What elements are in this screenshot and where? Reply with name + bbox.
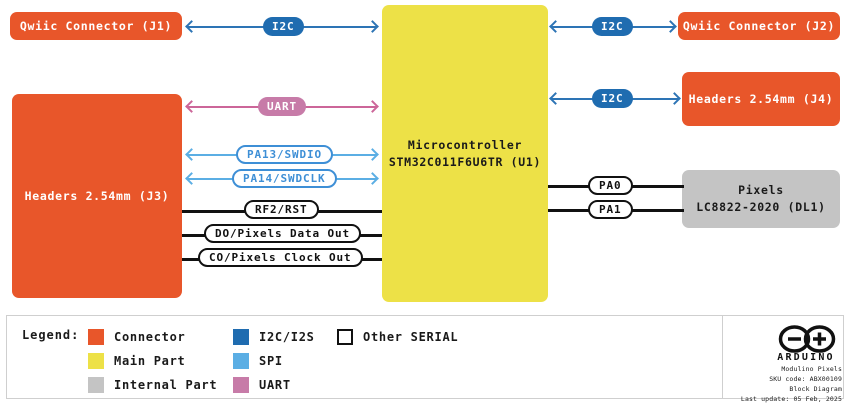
legend-item-other-serial: Other SERIAL <box>337 329 458 345</box>
pill-sig-uart[interactable]: UART <box>258 97 307 116</box>
legend-label-spi: SPI <box>259 354 283 368</box>
legend-label-main-part: Main Part <box>114 354 186 368</box>
arrow-j2-i2c-right <box>664 20 677 33</box>
block-pixels-dl1[interactable]: Pixels LC8822-2020 (DL1) <box>682 170 840 228</box>
legend-panel <box>6 315 844 399</box>
arrow-uart-left <box>185 100 198 113</box>
pill-sig-swdio[interactable]: PA13/SWDIO <box>236 145 334 164</box>
pill-sig-swdclk[interactable]: PA14/SWDCLK <box>232 169 337 188</box>
legend-item-internal-part: Internal Part <box>88 377 217 393</box>
block-headers-j3[interactable]: Headers 2.54mm (J3) <box>12 94 182 298</box>
legend-label-uart: UART <box>259 378 291 392</box>
legend-label-internal-part: Internal Part <box>114 378 218 392</box>
arrow-j4-i2c-left <box>549 92 562 105</box>
legend-swatch-connector <box>88 329 104 345</box>
legend-divider <box>722 316 723 398</box>
legend-title: Legend: <box>22 328 80 342</box>
meta-last-update: Last update: 05 Feb, 2025 <box>740 395 842 403</box>
pill-sig-j1-i2c[interactable]: I2C <box>263 17 304 36</box>
legend-label-i2c-i2s: I2C/I2S <box>259 330 315 344</box>
legend-swatch-internal-part <box>88 377 104 393</box>
legend-swatch-i2c-i2s <box>233 329 249 345</box>
arduino-infinity-logo <box>778 325 836 353</box>
legend-swatch-spi <box>233 353 249 369</box>
arrow-j4-i2c-right <box>668 92 681 105</box>
arrow-swdio-right <box>366 148 379 161</box>
pill-sig-rst[interactable]: RF2/RST <box>244 200 319 219</box>
pill-sig-j4-i2c[interactable]: I2C <box>592 89 633 108</box>
arrow-uart-right <box>366 100 379 113</box>
arrow-j1-i2c-left <box>185 20 198 33</box>
pill-sig-clock-out[interactable]: CO/Pixels Clock Out <box>198 248 363 267</box>
block-headers-j4[interactable]: Headers 2.54mm (J4) <box>682 72 840 126</box>
legend-label-connector: Connector <box>114 330 186 344</box>
pill-sig-data-out[interactable]: DO/Pixels Data Out <box>204 224 362 243</box>
pill-sig-pa1[interactable]: PA1 <box>588 200 633 219</box>
legend-item-main-part: Main Part <box>88 353 186 369</box>
pill-sig-pa0[interactable]: PA0 <box>588 176 633 195</box>
legend-swatch-uart <box>233 377 249 393</box>
meta-product-name: Modulino Pixels <box>781 365 842 373</box>
legend-swatch-main-part <box>88 353 104 369</box>
diagram-metadata: Modulino Pixels SKU code: ABX00109 Block… <box>741 364 842 403</box>
legend-label-other-serial: Other SERIAL <box>363 330 459 344</box>
block-microcontroller-u1[interactable]: Microcontroller STM32C011F6U6TR (U1) <box>382 5 548 302</box>
block-qwiic-connector-j1[interactable]: Qwiic Connector (J1) <box>10 12 182 40</box>
legend-item-spi: SPI <box>233 353 283 369</box>
meta-sku-code: SKU code: ABX00109 <box>769 375 842 384</box>
arrow-j1-i2c-right <box>366 20 379 33</box>
arrow-swdio-left <box>185 148 198 161</box>
arrow-j2-i2c-left <box>549 20 562 33</box>
arrow-swdclk-left <box>185 172 198 185</box>
block-qwiic-connector-j2[interactable]: Qwiic Connector (J2) <box>678 12 840 40</box>
arrow-swdclk-right <box>366 172 379 185</box>
pill-sig-j2-i2c[interactable]: I2C <box>592 17 633 36</box>
meta-document-type: Block Diagram <box>789 385 842 394</box>
legend-item-connector: Connector <box>88 329 186 345</box>
legend-item-i2c-i2s: I2C/I2S <box>233 329 315 345</box>
legend-item-uart: UART <box>233 377 291 393</box>
legend-swatch-other-serial <box>337 329 353 345</box>
arduino-wordmark: ARDUINO <box>777 352 835 363</box>
